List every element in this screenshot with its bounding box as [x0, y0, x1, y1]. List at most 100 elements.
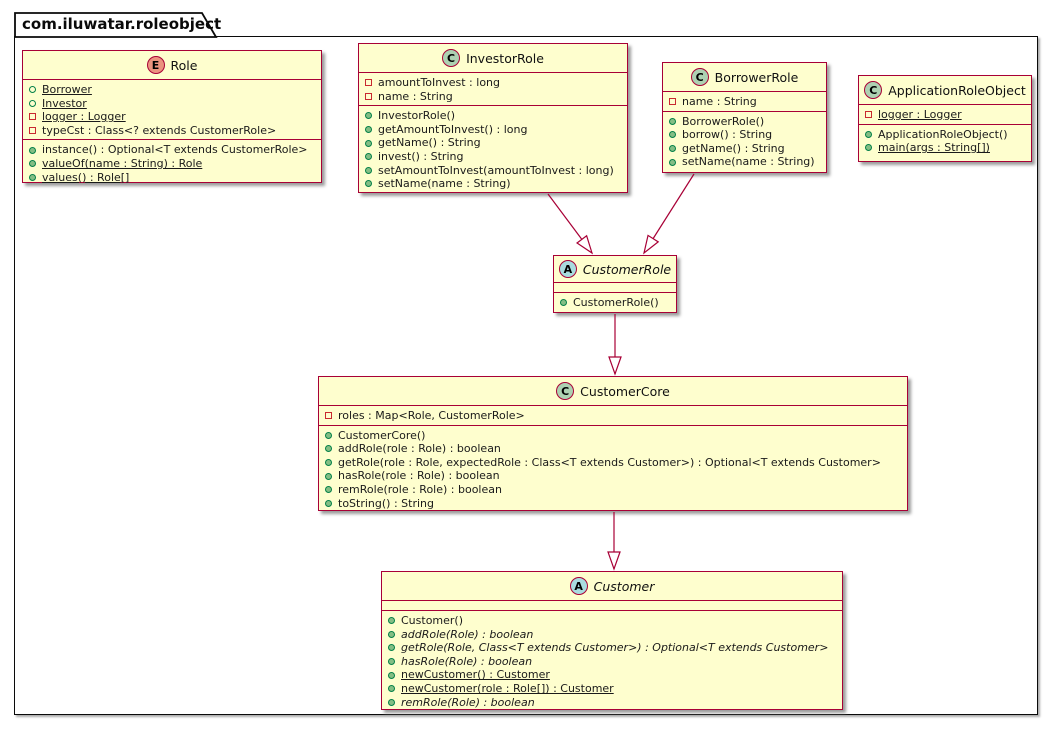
class-title-investorrole: C InvestorRole — [359, 44, 627, 72]
public-method-icon — [388, 617, 395, 625]
private-field-icon — [365, 79, 372, 87]
private-field-icon — [29, 113, 36, 121]
public-method-icon — [365, 153, 372, 161]
member-text: CustomerRole() — [573, 296, 659, 309]
member-text: getRole(role : Role, expectedRole : Clas… — [338, 455, 881, 469]
member-row: logger : Logger — [29, 110, 315, 124]
member-text: roles : Map<Role, CustomerRole> — [338, 409, 525, 422]
public-method-icon — [325, 486, 332, 494]
class-spot-icon: C — [556, 382, 575, 400]
public-method-icon — [388, 658, 395, 666]
member-row: setName(name : String) — [669, 155, 820, 169]
member-row: hasRole(role : Role) : boolean — [325, 469, 901, 483]
class-box-customerrole: A CustomerRole CustomerRole() — [553, 255, 677, 313]
fields-compartment — [382, 600, 842, 610]
methods-compartment: InvestorRole()getAmountToInvest() : long… — [359, 105, 627, 193]
class-spot-icon: C — [690, 68, 709, 86]
member-text: CustomerCore() — [338, 428, 426, 442]
member-row: newCustomer() : Customer — [388, 668, 836, 682]
public-method-icon — [365, 180, 372, 188]
enum-constant-icon — [29, 99, 36, 107]
fields-compartment: roles : Map<Role, CustomerRole> — [319, 405, 907, 425]
private-field-icon — [325, 412, 332, 420]
member-text: amountToInvest : long — [378, 76, 500, 89]
fields-compartment: logger : Logger — [859, 104, 1031, 124]
package-border — [14, 36, 1038, 715]
public-method-icon — [365, 166, 372, 174]
member-text: setName(name : String) — [682, 155, 815, 169]
enum-constant-icon — [29, 86, 36, 94]
class-name: CustomerRole — [582, 261, 672, 277]
member-row: getAmountToInvest() : long — [365, 123, 621, 137]
member-text: valueOf(name : String) : Role — [42, 156, 203, 170]
class-name: Role — [170, 57, 198, 73]
member-row: getRole(role : Role, expectedRole : Clas… — [325, 456, 901, 470]
class-name: InvestorRole — [466, 50, 544, 66]
private-field-icon — [29, 127, 36, 135]
class-title-customercore: C CustomerCore — [319, 377, 907, 405]
fields-compartment — [554, 282, 676, 292]
public-method-icon — [388, 644, 395, 652]
abstract-spot-icon: A — [558, 260, 577, 278]
class-box-applicationroleobject: C ApplicationRoleObject logger : Logger … — [858, 75, 1032, 162]
member-row: setName(name : String) — [365, 177, 621, 191]
public-method-icon — [388, 698, 395, 706]
member-row: toString() : String — [325, 497, 901, 511]
public-method-icon — [365, 126, 372, 134]
member-row: invest() : String — [365, 150, 621, 164]
member-row: InvestorRole() — [365, 109, 621, 123]
member-row: getRole(Role, Class<T extends Customer>)… — [388, 641, 836, 655]
member-row: values() : Role[] — [29, 171, 315, 185]
class-title-customerrole: A CustomerRole — [554, 256, 676, 282]
member-text: borrow() : String — [682, 128, 773, 142]
member-text: Customer() — [401, 614, 464, 627]
public-method-icon — [669, 131, 676, 139]
member-row: BorrowerRole() — [669, 115, 820, 129]
member-row: Investor — [29, 97, 315, 111]
member-text: ApplicationRoleObject() — [878, 127, 1008, 141]
class-name: BorrowerRole — [714, 69, 799, 85]
class-spot-icon: C — [442, 49, 461, 67]
member-text: hasRole(Role) : boolean — [401, 654, 533, 668]
package-name: com.iluwatar.roleobject — [22, 15, 222, 33]
member-row: instance() : Optional<T extends Customer… — [29, 143, 315, 157]
public-method-icon — [560, 299, 567, 307]
public-method-icon — [325, 445, 332, 453]
public-method-icon — [365, 139, 372, 147]
public-method-icon — [325, 431, 332, 439]
class-title-applicationroleobject: C ApplicationRoleObject — [859, 76, 1031, 104]
public-method-icon — [388, 671, 395, 679]
member-row: roles : Map<Role, CustomerRole> — [325, 409, 901, 423]
class-name: ApplicationRoleObject — [888, 82, 1026, 98]
member-text: newCustomer(role : Role[]) : Customer — [401, 681, 614, 695]
member-row: getName() : String — [365, 136, 621, 150]
public-method-icon — [669, 158, 676, 166]
private-field-icon — [669, 98, 676, 106]
member-text: remRole(role : Role) : boolean — [338, 482, 502, 496]
methods-compartment: instance() : Optional<T extends Customer… — [23, 139, 321, 186]
public-method-icon — [865, 130, 872, 138]
member-text: hasRole(role : Role) : boolean — [338, 469, 500, 483]
member-text: remRole(Role) : boolean — [401, 695, 535, 709]
member-row: remRole(role : Role) : boolean — [325, 483, 901, 497]
methods-compartment: CustomerCore()addRole(role : Role) : boo… — [319, 424, 907, 513]
member-row: CustomerRole() — [560, 296, 670, 310]
public-method-icon — [388, 630, 395, 638]
class-name: CustomerCore — [580, 383, 670, 399]
public-method-icon — [388, 685, 395, 693]
public-method-icon — [325, 499, 332, 507]
member-row: addRole(Role) : boolean — [388, 628, 836, 642]
public-method-icon — [325, 472, 332, 480]
class-box-customercore: C CustomerCore roles : Map<Role, Custome… — [318, 376, 908, 511]
member-row: borrow() : String — [669, 128, 820, 142]
class-title-customer: A Customer — [382, 572, 842, 600]
member-text: main(args : String[]) — [878, 141, 990, 155]
member-text: BorrowerRole() — [682, 114, 765, 128]
member-text: instance() : Optional<T extends Customer… — [42, 143, 308, 157]
abstract-spot-icon: A — [569, 577, 588, 595]
member-text: setName(name : String) — [378, 177, 511, 191]
